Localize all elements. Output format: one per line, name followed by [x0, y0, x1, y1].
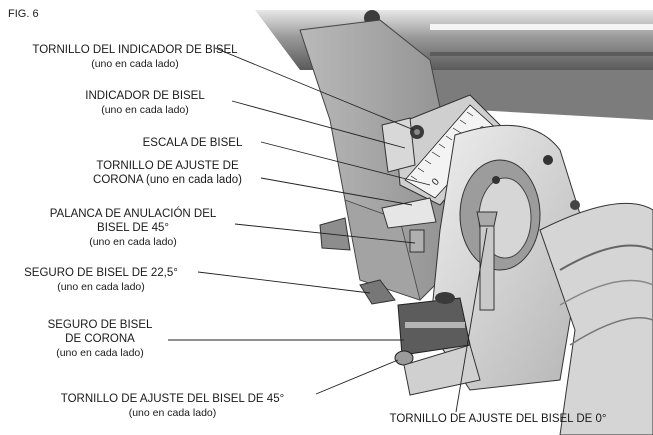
override-lever	[319, 197, 437, 253]
label-bevel-indicator-screw: TORNILLO DEL INDICADOR DE BISEL (uno en …	[10, 43, 260, 71]
label-title: TORNILLO DE AJUSTE DE	[96, 160, 239, 172]
miter-table	[539, 200, 653, 435]
label-bevel-scale: ESCALA DE BISEL	[125, 136, 260, 150]
crown-lock	[397, 292, 471, 356]
label-sub: (uno en cada lado)	[89, 236, 177, 248]
bevel-indicator	[381, 117, 424, 173]
label-sub: (uno en cada lado)	[56, 347, 144, 359]
label-title: TORNILLO DEL INDICADOR DE BISEL	[32, 44, 238, 56]
label-bevel-indicator: INDICADOR DE BISEL (uno en cada lado)	[80, 89, 210, 117]
label-title: TORNILLO DE AJUSTE DEL BISEL DE 45°	[60, 393, 285, 405]
label-title: SEGURO DE BISEL	[47, 319, 153, 331]
label-title: INDICADOR DE BISEL	[85, 90, 205, 102]
label-sub: (uno en cada lado)	[128, 407, 217, 419]
label-22-5-bevel-lock: SEGURO DE BISEL DE 22,5° (uno en cada la…	[6, 266, 196, 294]
label-title-2: BISEL DE 45°	[97, 222, 169, 234]
bevel-lock-22	[359, 279, 396, 305]
label-crown-adjust-screw: TORNILLO DE AJUSTE DE CORONA (uno en cad…	[70, 159, 265, 187]
label-45-override-lever: PALANCA DE ANULACIÓN DEL BISEL DE 45° (u…	[28, 207, 238, 249]
label-title: ESCALA DE BISEL	[142, 137, 243, 149]
screw-45	[394, 344, 481, 396]
label-title: SEGURO DE BISEL DE 22,5°	[24, 267, 178, 279]
label-sub: CORONA (uno en cada lado)	[93, 174, 242, 186]
label-title: PALANCA DE ANULACIÓN DEL	[49, 208, 217, 220]
label-0-bevel-adjust-screw: TORNILLO DE AJUSTE DEL BISEL DE 0°	[353, 412, 643, 426]
label-sub: (uno en cada lado)	[57, 281, 145, 293]
label-title: TORNILLO DE AJUSTE DEL BISEL DE 0°	[389, 413, 607, 425]
label-crown-bevel-lock: SEGURO DE BISEL DE CORONA (uno en cada l…	[30, 318, 170, 360]
label-title-2: DE CORONA	[65, 333, 135, 345]
label-sub: (uno en cada lado)	[101, 104, 189, 116]
leader-lines	[168, 47, 488, 413]
zero-bevel-screw	[476, 211, 498, 311]
label-45-bevel-adjust-screw: TORNILLO DE AJUSTE DEL BISEL DE 45° (uno…	[30, 392, 315, 420]
crown-housing	[429, 124, 586, 391]
label-sub: (uno en cada lado)	[91, 58, 179, 70]
scale-mark-0: 0	[430, 176, 442, 188]
figure-number: FIG. 6	[8, 8, 39, 20]
